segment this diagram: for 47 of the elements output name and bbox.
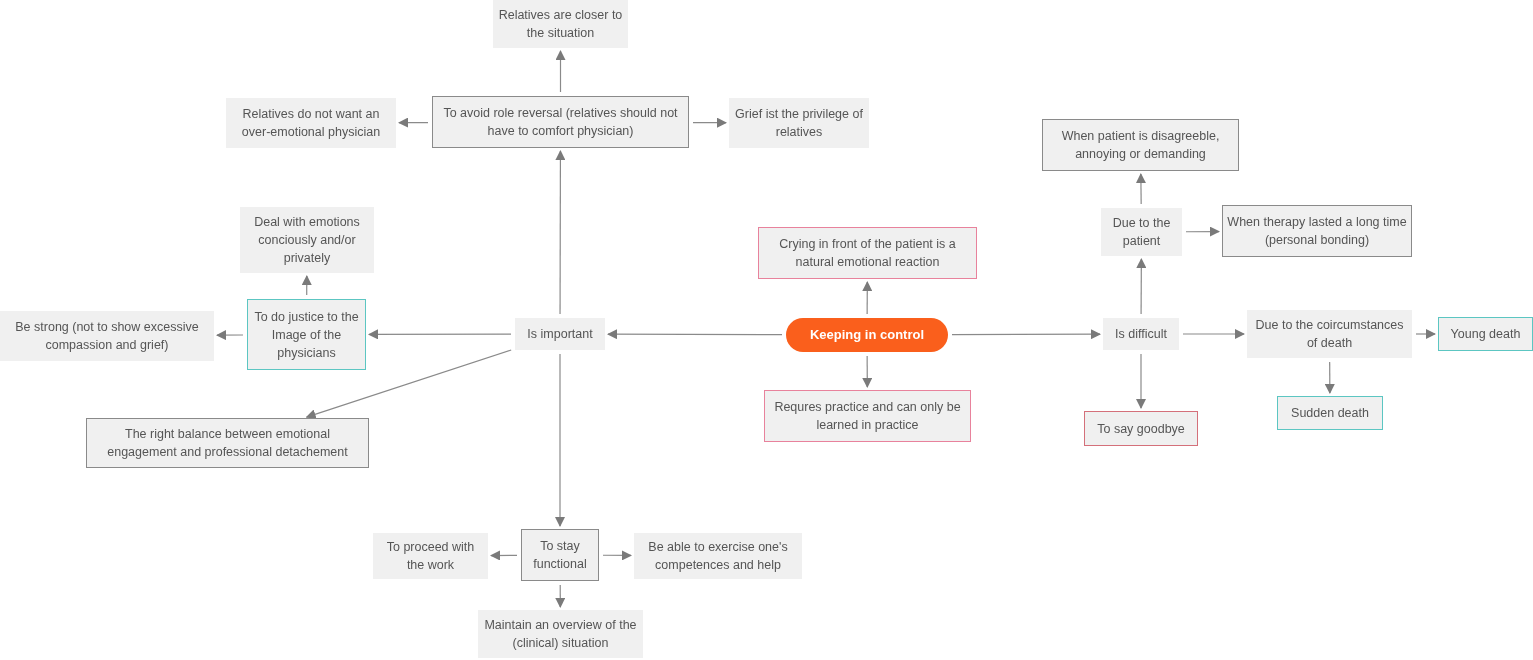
arrow — [305, 349, 512, 419]
arrow — [490, 550, 518, 561]
topic-box: To do justice to the Image of the physicians — [247, 299, 366, 370]
arrow — [398, 117, 429, 128]
arrow — [862, 355, 873, 388]
arrow — [1182, 329, 1245, 339]
arrow — [216, 330, 244, 341]
central-topic-pill: Keeping in control — [786, 318, 948, 352]
topic-box: Due to the coircumstances of death — [1247, 310, 1412, 358]
arrow — [607, 329, 783, 340]
topic-box: Be able to exercise one's competences and help — [634, 533, 802, 579]
arrow — [1136, 353, 1146, 409]
arrow — [555, 353, 565, 527]
topic-box: To avoid role reversal (relatives should not have to comfort physician) — [432, 96, 689, 148]
arrow — [368, 329, 512, 340]
arrow — [862, 281, 873, 315]
topic-box: Be strong (not to show excessive compassion and grief) — [0, 311, 214, 361]
topic-box: Grief ist the privilege of relatives — [729, 98, 869, 148]
topic-box: Maintain an overview of the (clinical) situation — [478, 610, 643, 658]
topic-box: The right balance between emotional engagement and professional detachement — [86, 418, 369, 468]
topic-box: Requres practice and can only be learned in practice — [764, 390, 971, 442]
arrow — [555, 50, 566, 93]
arrow — [1324, 361, 1335, 394]
topic-box: To stay functional — [521, 529, 599, 581]
topic-box: Is important — [515, 318, 605, 350]
topic-box: To proceed with the work — [373, 533, 488, 579]
topic-box: Due to the patient — [1101, 208, 1182, 256]
topic-box: To say goodbye — [1084, 411, 1198, 446]
topic-box: Young death — [1438, 317, 1533, 351]
topic-box: When patient is disagreeble, annoying or demanding — [1042, 119, 1239, 171]
arrow — [951, 329, 1101, 340]
arrow — [602, 550, 632, 561]
topic-box: Is difficult — [1103, 318, 1179, 350]
arrow — [692, 117, 727, 128]
topic-box: Deal with emotions conciously and/or privately — [240, 207, 374, 273]
arrow — [1415, 329, 1436, 339]
arrow — [1136, 258, 1147, 315]
topic-box: Crying in front of the patient is a natural emotional reaction — [758, 227, 977, 279]
topic-box: Relatives are closer to the situation — [493, 0, 628, 48]
topic-box: When therapy lasted a long time (personal bonding) — [1222, 205, 1412, 257]
topic-box: Sudden death — [1277, 396, 1383, 430]
arrow — [1185, 226, 1220, 237]
arrow — [301, 275, 312, 296]
arrow — [555, 150, 566, 315]
topic-box: Relatives do not want an over-emotional physician — [226, 98, 396, 148]
arrow — [555, 584, 566, 608]
arrow — [1135, 173, 1146, 205]
